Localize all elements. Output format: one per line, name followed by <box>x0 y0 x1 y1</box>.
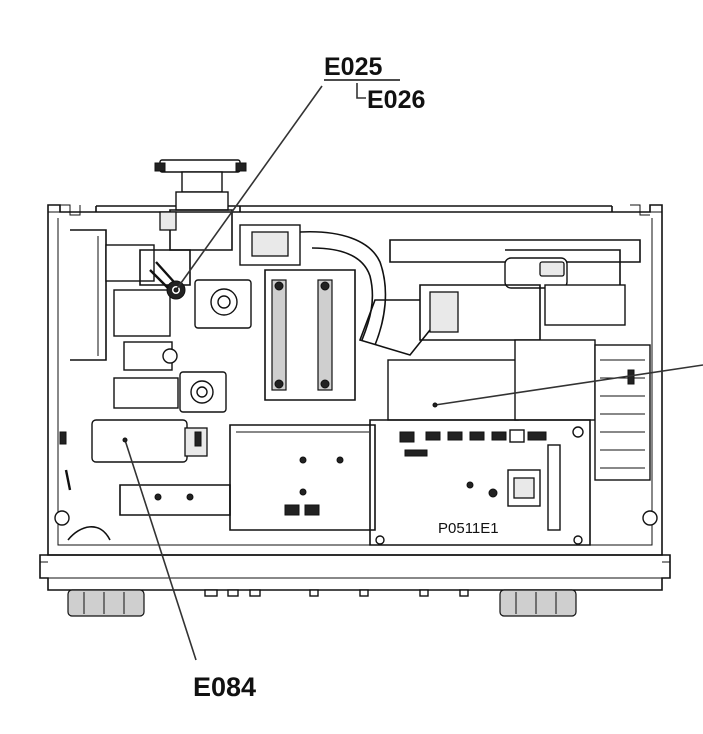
main-pcb: P0511E1 <box>369 419 591 546</box>
leader-e026-bracket <box>356 83 366 99</box>
leader-e084 <box>124 439 197 661</box>
right-fan <box>594 344 651 481</box>
callout-e026: E026 <box>367 86 425 114</box>
leader-e025 <box>175 85 323 291</box>
pcb-connectors <box>399 429 547 457</box>
top-right-assembly <box>358 239 641 356</box>
callout-e084: E084 <box>193 672 256 702</box>
leader-lines <box>122 83 703 661</box>
callout-e025: E025 <box>324 53 382 81</box>
base-plate <box>39 554 671 597</box>
left-foot <box>67 589 145 617</box>
center-block <box>239 224 356 401</box>
power-supply-cover <box>229 424 376 531</box>
lower-left-details <box>54 431 658 541</box>
capacitor-e084 <box>91 419 208 463</box>
top-valve-assembly <box>154 159 247 251</box>
leader-right <box>434 364 703 406</box>
pcb-marking: P0511E1 <box>438 520 499 537</box>
lower-valve-fitting <box>179 371 227 413</box>
callout-labels: E025 E026 E084 <box>193 53 425 702</box>
solenoid-valve-e025 <box>139 249 252 329</box>
hose <box>299 230 387 346</box>
control-module <box>387 339 596 421</box>
base-tabs <box>204 589 469 597</box>
left-bracket <box>70 229 179 409</box>
right-foot <box>499 589 577 617</box>
